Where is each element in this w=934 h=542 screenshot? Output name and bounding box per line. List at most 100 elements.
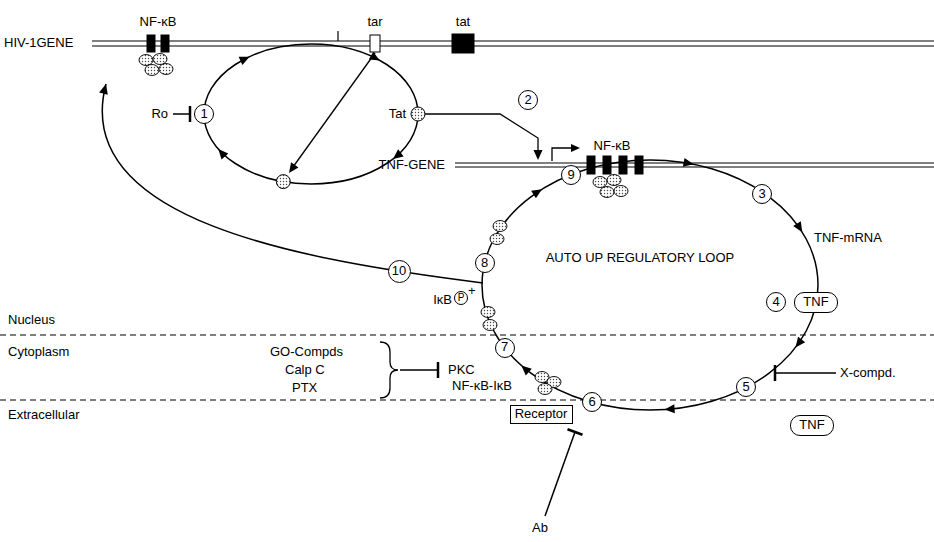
node-text: 2 (524, 93, 531, 108)
arrow-head (792, 337, 805, 350)
auto-loop (99, 83, 818, 414)
cytokine-box: TNF (790, 415, 834, 436)
dna-strand (455, 166, 934, 167)
protein-blob (593, 177, 607, 188)
protein-name: Tat (389, 107, 406, 122)
node-text: 8 (481, 256, 488, 271)
node-text: TNF (799, 418, 824, 433)
charge-sign: + (468, 284, 476, 299)
step-number: 4 (766, 292, 786, 312)
binding-site (619, 156, 627, 174)
inhibitor-bar (437, 362, 440, 378)
inhibitor-line (775, 372, 836, 374)
step-number: 2 (518, 90, 538, 110)
arrow-head (793, 221, 806, 234)
arrow-head (285, 162, 298, 175)
inhibitor-name: X-compd. (840, 366, 896, 381)
cell-membrane (0, 400, 934, 401)
arrow-head (215, 146, 228, 159)
start-tick (337, 31, 338, 41)
node-text: Receptor (515, 407, 568, 422)
step-number: 6 (582, 392, 602, 412)
inhibitor-bar (568, 429, 583, 434)
receptor-box: Receptor (510, 405, 573, 424)
nuclear-membrane (0, 335, 934, 336)
step-number: 7 (495, 338, 515, 358)
complex-name: NF-κB-IκB (452, 379, 512, 394)
inhibitor-line (400, 369, 438, 371)
node-text: 3 (758, 187, 765, 202)
dna-strand (92, 40, 934, 41)
step-number: 5 (736, 377, 756, 397)
protein-blob (145, 65, 159, 76)
protein-name: IκB (433, 293, 452, 308)
loop-line (482, 160, 818, 410)
compartment-name: Nucleus (8, 313, 55, 328)
protein-blob (490, 234, 504, 245)
binding-site (161, 35, 169, 52)
protein-blob (481, 307, 495, 318)
gene-name: TNF-GENE (379, 158, 445, 173)
dna-strand (92, 45, 934, 46)
transcript-label: TNF-mRNA (814, 231, 882, 246)
node-text: TNF (803, 295, 828, 310)
node-text: P (458, 292, 465, 304)
step-number: 1 (194, 104, 214, 124)
tar-element (370, 35, 380, 52)
protein-blob (153, 54, 167, 65)
arrow-head (571, 144, 580, 152)
brace (380, 342, 398, 398)
tat-line (425, 114, 538, 152)
node-text: 4 (772, 295, 779, 310)
node-text: 5 (742, 380, 749, 395)
arrow-head (531, 185, 544, 198)
inhibitor-name: Ab (532, 521, 548, 536)
arrow-head (239, 53, 252, 65)
arrow-head (664, 404, 675, 414)
feedback-arrow (102, 84, 483, 283)
node-text: 6 (588, 395, 595, 410)
tat-gene (452, 34, 474, 53)
hiv-gene (92, 31, 934, 53)
protein-blob (614, 186, 628, 197)
node-text: 9 (567, 168, 574, 183)
dna-strand (455, 162, 934, 163)
protein-blob (493, 221, 507, 232)
inhibitor-line (173, 113, 190, 115)
protein-blob (483, 320, 497, 331)
compartment-name: Cytoplasm (8, 345, 69, 360)
inhibitor-name: GO-Compds (270, 345, 343, 360)
inhibitor-line (545, 432, 575, 516)
arrow-head (683, 158, 695, 169)
nfkb-proteins (139, 54, 628, 395)
node-text: 1 (200, 107, 207, 122)
protein-blob (600, 187, 614, 198)
gene-name: HIV-1GENE (4, 36, 73, 51)
inhibitor-name: Calp C (285, 363, 325, 378)
step-number: 10 (388, 260, 411, 283)
site-label: NF-κB (594, 139, 631, 154)
node-text: 7 (501, 340, 508, 355)
site-label: tat (456, 15, 470, 30)
step-number: 3 (752, 184, 772, 204)
node-text: 10 (392, 264, 406, 279)
arrow-head (99, 83, 110, 95)
enzyme-name: PKC (448, 363, 475, 378)
inhibitor-bar (189, 106, 192, 122)
inhibitors (380, 342, 836, 516)
binding-site (147, 35, 155, 52)
arrow-head (518, 362, 531, 375)
inhibitor-name: Ro (151, 107, 168, 122)
protein-blob (607, 175, 621, 186)
site-label: NF-κB (140, 15, 177, 30)
protein-blob (139, 55, 153, 66)
site-label: tar (367, 15, 382, 30)
binding-site (635, 156, 643, 174)
binding-site (587, 156, 595, 174)
tar-arrow (293, 53, 375, 167)
tat-protein (276, 175, 290, 189)
tnf-gene (455, 144, 934, 174)
loop-title: AUTO UP REGULATORY LOOP (546, 251, 735, 266)
tat-protein (411, 107, 425, 121)
